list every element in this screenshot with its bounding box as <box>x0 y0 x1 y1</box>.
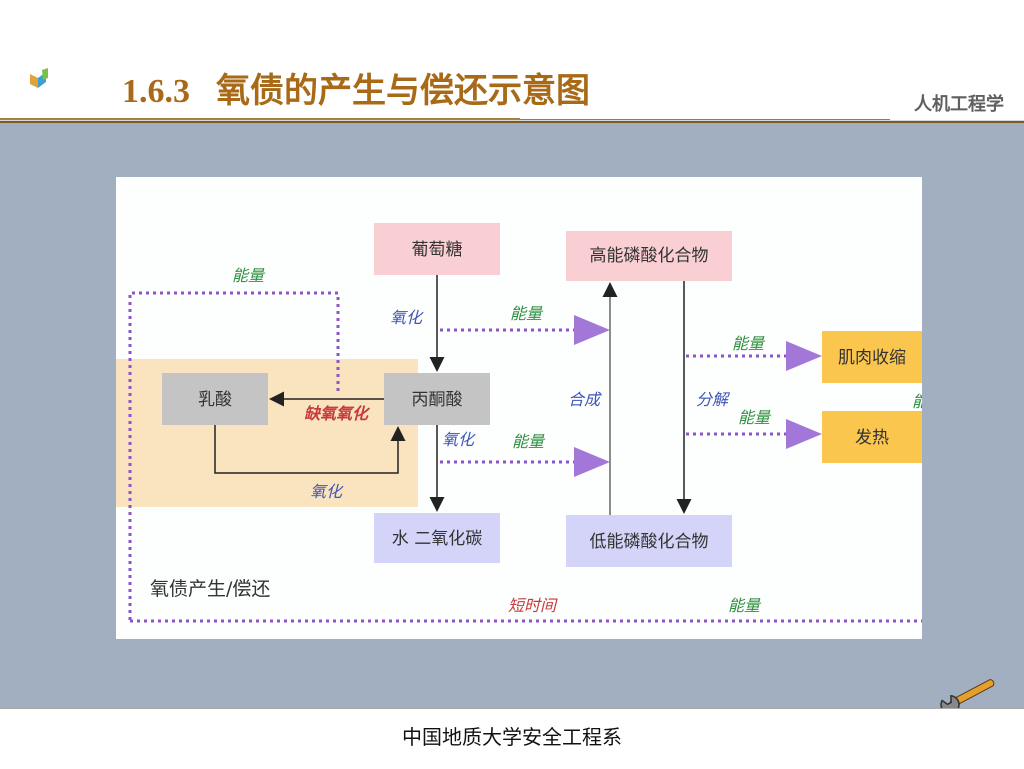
low-energy-label: 低能磷酸化合物 <box>590 532 709 552</box>
title-underline <box>0 118 520 120</box>
slide-title: 1.6.3 氧债的产生与偿还示意图 <box>122 66 590 116</box>
label-short-time: 短时间 <box>508 596 558 615</box>
footer-department: 中国地质大学安全工程系 <box>402 725 622 749</box>
logo-icon <box>30 68 48 88</box>
pyruvate-box <box>384 373 490 425</box>
lactate-box <box>162 373 268 425</box>
label-energy-top-left: 能量 <box>232 266 266 285</box>
lactate-label: 乳酸 <box>198 390 232 410</box>
oxygen-debt-diagram: 葡萄糖 高能磷酸化合物 丙酮酸 乳酸 水 二氧化碳 低能磷酸化合物 肌肉收缩 发… <box>116 177 922 639</box>
heat-label: 发热 <box>855 428 889 448</box>
label-oxidation-3: 氧化 <box>310 482 344 501</box>
section-number: 1.6.3 <box>122 73 190 110</box>
label-energy-muscle: 能量 <box>732 334 766 353</box>
high-energy-box <box>566 231 732 281</box>
label-energy-bottom: 能量 <box>728 596 762 615</box>
title-text: 氧债的产生与偿还示意图 <box>216 71 590 111</box>
label-energy-heat: 能量 <box>738 408 772 427</box>
department-tag: 人机工程学 <box>914 94 1004 115</box>
slide-footer: 中国地质大学安全工程系 <box>0 708 1024 769</box>
label-energy-edge: 能 <box>912 392 922 411</box>
heat-box <box>822 411 922 463</box>
slide-header: 1.6.3 氧债的产生与偿还示意图 人机工程学 <box>0 0 1024 121</box>
label-oxidation-1: 氧化 <box>390 308 424 327</box>
arrow-lactate-pyruvate <box>214 425 406 474</box>
label-anaerobic: 缺氧氧化 <box>304 404 371 423</box>
label-synthesis: 合成 <box>568 390 602 409</box>
muscle-box <box>822 331 922 383</box>
glucose-box <box>374 223 500 275</box>
title-underline-secondary <box>520 119 890 120</box>
high-energy-label: 高能磷酸化合物 <box>590 246 709 266</box>
label-energy-1: 能量 <box>510 304 544 323</box>
pyruvate-label: 丙酮酸 <box>412 390 463 410</box>
label-decompose: 分解 <box>696 390 731 409</box>
label-oxidation-2: 氧化 <box>442 430 476 449</box>
label-energy-2: 能量 <box>512 432 546 451</box>
muscle-label: 肌肉收缩 <box>838 348 906 368</box>
low-energy-box <box>566 515 732 567</box>
water-co2-box <box>374 513 500 563</box>
label-oxygen-debt: 氧债产生/偿还 <box>150 578 270 600</box>
water-co2-label: 水 二氧化碳 <box>392 529 482 549</box>
energy-loop-top <box>128 291 340 621</box>
glucose-label: 葡萄糖 <box>412 240 463 260</box>
